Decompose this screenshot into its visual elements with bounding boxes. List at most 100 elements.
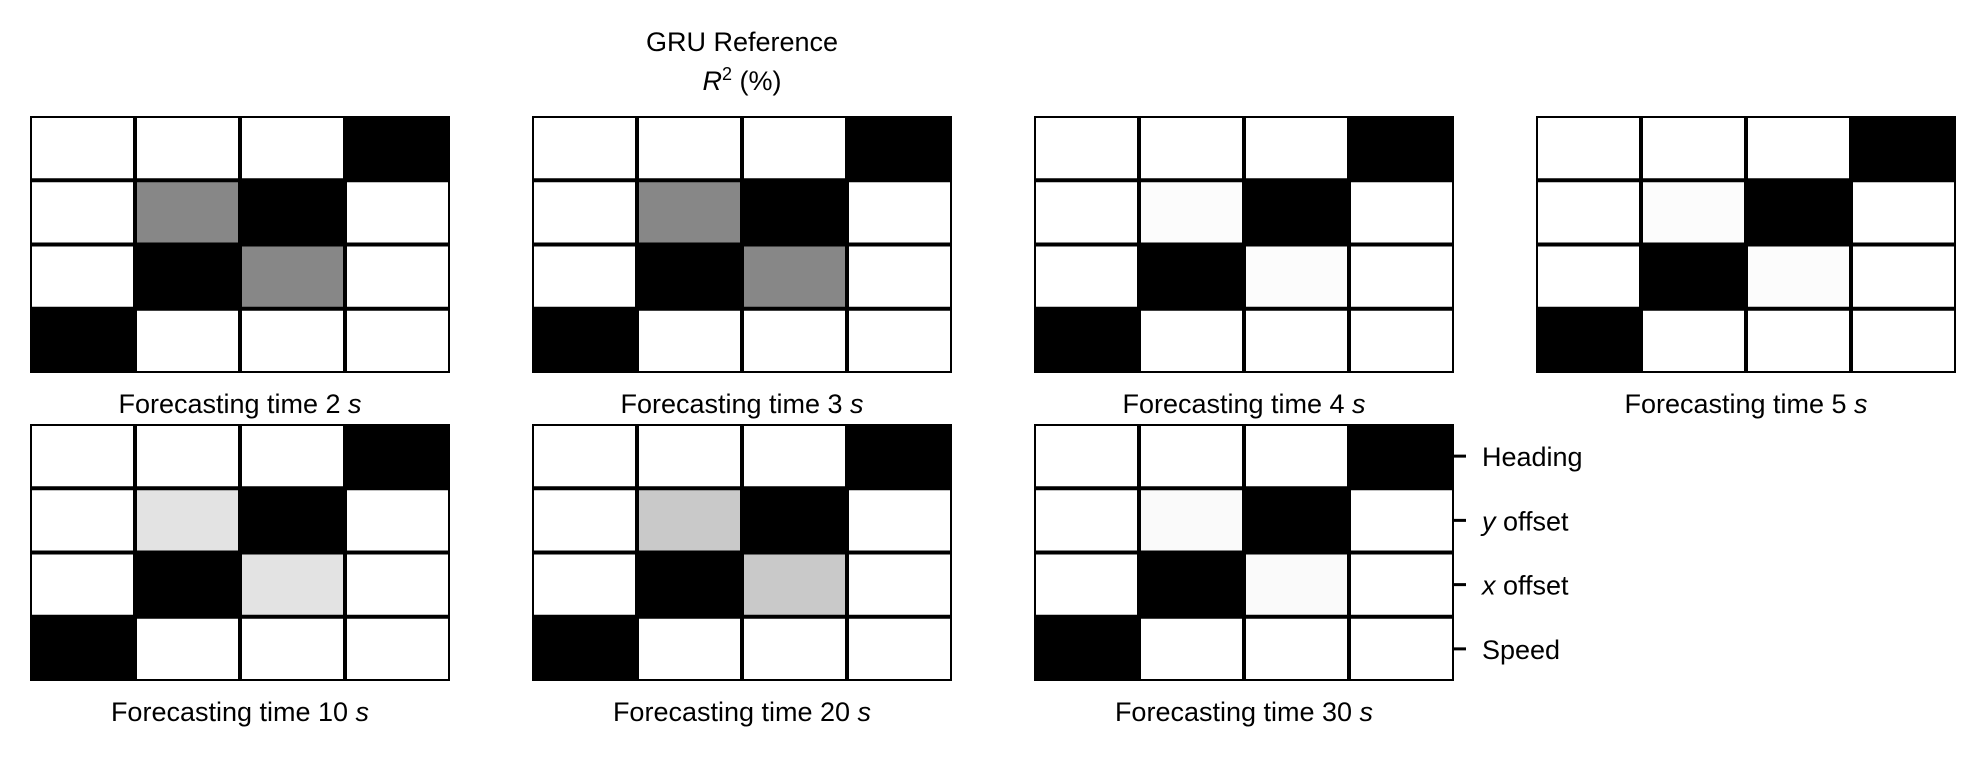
heatmap-cell-r3-c2 [639,246,740,307]
heatmap-cell-r3-c4 [347,554,448,615]
heatmap-cell-r2-c1 [1538,182,1639,243]
heatmap-cell-r1-c4 [849,118,950,179]
heatmap-cell-r4-c4 [1351,618,1452,679]
heatmap-cell-r4-c2 [639,618,740,679]
heatmap-panel-6: Forecasting time 20 s [532,424,952,727]
chart-subtitle-text: R2 (%) [702,64,781,96]
heatmap-cell-r2-c3 [1246,490,1347,551]
heatmap-cell-r3-c3 [744,246,845,307]
heatmap-cell-r4-c2 [639,310,740,371]
heatmap-panel-3: Forecasting time 4 s [1034,116,1454,419]
heatmap-cell-r2-c2 [137,490,238,551]
heatmap-cell-r3-c3 [242,554,343,615]
panel-label: Forecasting time 30 s [1115,697,1373,727]
heatmap-panel-2: Forecasting time 3 s [532,116,952,419]
panel-label: Forecasting time 20 s [613,697,871,727]
heatmap-cell-r3-c1 [1036,246,1137,307]
heatmap-cell-r4-c1 [1538,310,1639,371]
heatmap-cell-r3-c4 [1351,246,1452,307]
heatmap-panel-5: Forecasting time 10 s [30,424,450,727]
heatmap-cell-r3-c4 [1351,554,1452,615]
heatmap-cell-r4-c1 [534,310,635,371]
heatmap-cell-r1-c3 [1246,118,1347,179]
heatmap-cell-r3-c1 [534,554,635,615]
heatmap-cell-r2-c4 [849,182,950,243]
heatmap-cell-r4-c3 [242,618,343,679]
heatmap-cell-r3-c3 [242,246,343,307]
heatmap-cell-r3-c1 [1036,554,1137,615]
heatmap-cell-r3-c1 [32,554,133,615]
heatmap-cell-r2-c1 [32,182,133,243]
heatmap-cell-r2-c4 [1853,182,1954,243]
heatmap-cell-r2-c2 [639,490,740,551]
heatmap-cell-r3-c2 [137,554,238,615]
panel-label: Forecasting time 3 s [620,389,863,419]
heatmap-cell-r1-c1 [1036,118,1137,179]
heatmap-panels: Forecasting time 2 s Forecasting time 3 s… [30,116,1956,727]
heatmap-cell-r1-c1 [1036,426,1137,487]
heatmap-cell-r4-c1 [1036,618,1137,679]
heatmap-cell-r4-c2 [137,618,238,679]
heatmap-cell-r1-c4 [1351,426,1452,487]
heatmap-cell-r3-c1 [32,246,133,307]
heatmap-panel-7: Forecasting time 30 s [1034,424,1454,727]
heatmap-cell-r1-c3 [744,118,845,179]
heatmap-cell-r4-c1 [32,618,133,679]
heatmap-cell-r2-c1 [534,182,635,243]
heatmap-cell-r2-c1 [1036,182,1137,243]
heatmap-cell-r1-c4 [1853,118,1954,179]
panel-label: Forecasting time 4 s [1122,389,1365,419]
heatmap-cell-r4-c2 [1141,618,1242,679]
heatmap-cell-r1-c1 [32,426,133,487]
heatmap-cell-r1-c1 [1538,118,1639,179]
chart-title-text: GRU Reference [646,27,838,57]
heatmap-cell-r2-c3 [744,182,845,243]
heatmap-panel-4: Forecasting time 5 s [1536,116,1956,419]
heatmap-cell-r2-c2 [1643,182,1744,243]
heatmap-cell-r3-c3 [744,554,845,615]
heatmap-cell-r4-c4 [1351,310,1452,371]
heatmap-cell-r2-c3 [1246,182,1347,243]
heatmap-cell-r3-c2 [137,246,238,307]
heatmap-cell-r1-c2 [1141,426,1242,487]
heatmap-cell-r1-c1 [534,118,635,179]
heatmap-cell-r1-c3 [744,426,845,487]
heatmap-cell-r1-c1 [32,118,133,179]
chart-title: GRU Reference R2 (%) [646,27,838,96]
heatmap-cell-r3-c1 [1538,246,1639,307]
heatmap-cell-r1-c3 [1748,118,1849,179]
heatmap-cell-r3-c4 [347,246,448,307]
heatmap-cell-r1-c1 [534,426,635,487]
heatmap-cell-r2-c3 [242,182,343,243]
heatmap-cell-r4-c2 [1643,310,1744,371]
heatmap-cell-r1-c3 [242,426,343,487]
panel-label: Forecasting time 2 s [118,389,361,419]
heatmap-cell-r4-c4 [849,618,950,679]
heatmap-panel-1: Forecasting time 2 s [30,116,450,419]
heatmap-cell-r4-c2 [1141,310,1242,371]
heatmap-cell-r4-c1 [32,310,133,371]
heatmap-cell-r3-c3 [1748,246,1849,307]
heatmap-cell-r1-c2 [137,118,238,179]
row-tick-label: Speed [1482,635,1560,665]
heatmap-cell-r2-c1 [534,490,635,551]
heatmap-cell-r2-c3 [1748,182,1849,243]
heatmap-cell-r4-c1 [1036,310,1137,371]
heatmap-cell-r2-c2 [1141,490,1242,551]
heatmap-cell-r1-c3 [1246,426,1347,487]
heatmap-cell-r1-c2 [639,118,740,179]
heatmap-cell-r4-c3 [744,310,845,371]
heatmap-cell-r2-c4 [1351,490,1452,551]
heatmap-cell-r1-c2 [639,426,740,487]
row-tick-label: Heading [1482,442,1583,472]
heatmap-cell-r1-c2 [137,426,238,487]
heatmap-cell-r3-c4 [1853,246,1954,307]
heatmap-cell-r1-c2 [1643,118,1744,179]
heatmap-cell-r4-c3 [1246,618,1347,679]
heatmap-cell-r3-c2 [1141,554,1242,615]
heatmap-cell-r3-c2 [1141,246,1242,307]
heatmap-cell-r2-c3 [242,490,343,551]
panel-label: Forecasting time 10 s [111,697,369,727]
